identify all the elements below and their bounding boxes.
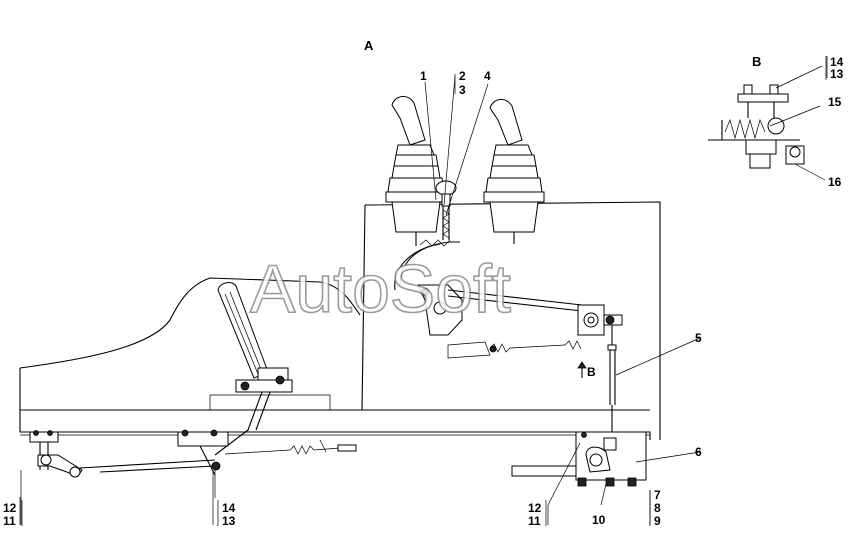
- callout-7: 7: [654, 488, 661, 502]
- view-b-arrow: [577, 361, 587, 378]
- label-divider-lines: [21, 56, 827, 526]
- callout-8: 8: [654, 501, 661, 515]
- bellcrank-right: [577, 304, 623, 351]
- callout-5: 5: [695, 331, 702, 345]
- center-spring: [447, 340, 582, 359]
- control-sector: [394, 241, 583, 336]
- callout-14-detail: 14: [830, 55, 844, 69]
- leader-lines: [19, 56, 828, 525]
- view-label-b: B: [752, 54, 761, 69]
- callout-9: 9: [654, 514, 661, 528]
- detail-b: [708, 84, 826, 181]
- callout-1: 1: [420, 69, 427, 83]
- joystick-right: [483, 99, 545, 244]
- callout-14-bottom: 14: [222, 501, 236, 515]
- callout-4: 4: [484, 69, 491, 83]
- arrow-label-b: B: [587, 365, 596, 379]
- callout-11-right: 11: [528, 514, 541, 528]
- callout-15: 15: [828, 95, 842, 109]
- callout-3: 3: [459, 83, 466, 97]
- callout-12-left: 12: [3, 501, 17, 515]
- callout-12-right: 12: [528, 501, 542, 515]
- callout-10: 10: [592, 513, 606, 527]
- joystick-left: [385, 96, 447, 246]
- rod-5: [609, 337, 701, 445]
- floor-linkage: [29, 429, 357, 498]
- callout-16: 16: [828, 175, 842, 189]
- callout-13-detail: 13: [830, 67, 844, 81]
- watermark: AutoSoft: [250, 251, 511, 327]
- lower-right-bracket: [511, 431, 701, 487]
- pedal: [214, 282, 293, 456]
- callout-11-left: 11: [3, 514, 16, 528]
- callout-13-bottom: 13: [222, 514, 236, 528]
- view-label-a: A: [364, 38, 374, 53]
- callout-6: 6: [695, 445, 702, 459]
- callout-2: 2: [459, 69, 466, 83]
